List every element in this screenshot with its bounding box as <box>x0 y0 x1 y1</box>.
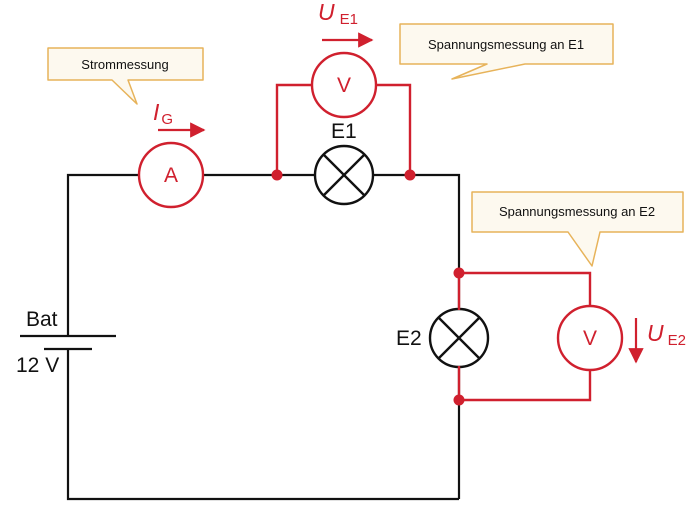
lamp-e2-label: E2 <box>396 327 422 350</box>
voltmeter-e2-wires <box>457 271 592 402</box>
callout-voltage-e2-text: Spannungsmessung an E2 <box>499 204 655 219</box>
node-e2-bottom <box>453 394 465 406</box>
voltmeter-e2-symbol <box>556 304 624 372</box>
voltmeter-e1-wires <box>275 83 412 175</box>
battery-name: Bat <box>26 308 58 331</box>
voltmeter-e2-label: V <box>583 327 597 350</box>
node-e1-left <box>271 169 283 181</box>
lamp-e1-label: E1 <box>331 120 357 143</box>
ammeter-label: A <box>164 164 178 187</box>
battery-symbol <box>20 334 116 351</box>
node-e2-top <box>453 267 465 279</box>
wire-top-right <box>410 173 461 310</box>
lamp-e2-symbol <box>428 307 490 369</box>
callout-current-text: Strommessung <box>81 57 168 72</box>
battery-voltage: 12 V <box>16 354 59 377</box>
callout-current: Strommessung <box>47 47 204 105</box>
wire-bottom <box>66 349 459 501</box>
voltmeter-e1-symbol <box>310 51 378 119</box>
voltmeter-e1-label: V <box>337 74 351 97</box>
lamp-e1-symbol <box>313 144 375 206</box>
callout-voltage-e1-text: Spannungsmessung an E1 <box>428 37 584 52</box>
callout-voltage-e2: Spannungsmessung an E2 <box>471 191 684 267</box>
node-e1-right <box>404 169 416 181</box>
callout-voltage-e1: Spannungsmessung an E1 <box>399 23 614 80</box>
wire-left-top <box>66 173 139 336</box>
ammeter-symbol <box>137 141 205 209</box>
